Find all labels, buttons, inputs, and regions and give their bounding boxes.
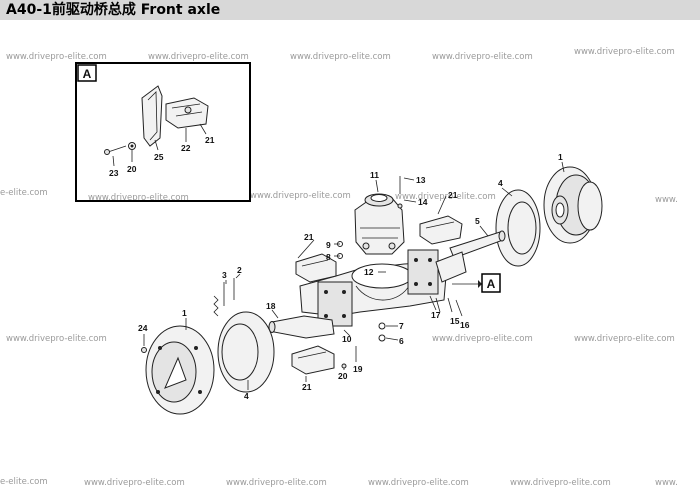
- leader-lines: [143, 161, 565, 390]
- caliper-left-top: [295, 253, 337, 283]
- callout-4: 4: [498, 178, 503, 188]
- wheel-hub-left: [145, 325, 215, 415]
- axle-shaft-left: [268, 315, 335, 339]
- callout-marker-label: A: [487, 277, 496, 291]
- watermark: www.drivepro-elite.com: [226, 478, 327, 488]
- callout-9: 9: [326, 240, 331, 250]
- callout-13: 13: [416, 175, 426, 185]
- axle-shaft-right: [449, 230, 506, 259]
- watermark: www.drivepro-elite.com: [432, 52, 533, 62]
- callout-5: 5: [475, 216, 480, 226]
- callout-17: 17: [431, 310, 441, 320]
- callout-18: 18: [266, 301, 276, 311]
- callout-21: 21: [205, 135, 215, 145]
- callout-2: 2: [237, 265, 242, 275]
- stud-bolts: [213, 278, 235, 317]
- callout-23: 23: [109, 168, 119, 178]
- callout-11: 11: [370, 170, 379, 180]
- callout-22: 22: [181, 143, 191, 153]
- brake-disc-left: [217, 311, 275, 393]
- callout-1: 1: [182, 308, 187, 318]
- wheel-hub-right: [543, 166, 603, 244]
- watermark: www.drivepro-elite.com: [574, 47, 675, 57]
- callout-1: 1: [558, 152, 563, 162]
- detail-box-a: A 25 22 21 23 20: [75, 62, 251, 202]
- brake-disc-right: [495, 189, 541, 267]
- callout-21: 21: [304, 232, 314, 242]
- callout-12: 12: [364, 267, 374, 277]
- callout-7: 7: [399, 321, 404, 331]
- watermark: www.drivepro-elite.com: [368, 478, 469, 488]
- watermark: www.drivepro-elite.com: [290, 52, 391, 62]
- detail-box-label: A: [83, 67, 92, 81]
- callout-3: 3: [222, 270, 227, 280]
- callout-marker-a: A: [452, 273, 501, 293]
- watermark: www.: [655, 478, 678, 488]
- callout-14: 14: [418, 197, 428, 207]
- watermark: www.drivepro-elite.com: [6, 334, 107, 344]
- title-bar: A40-1前驱动桥总成 Front axle: [0, 0, 700, 20]
- axle-housing: [299, 249, 467, 327]
- watermark: www.drivepro-elite.com: [510, 478, 611, 488]
- callout-8: 8: [326, 252, 331, 262]
- callout-21: 21: [448, 190, 458, 200]
- page-title: A40-1前驱动桥总成 Front axle: [6, 2, 221, 18]
- callout-15: 15: [450, 316, 460, 326]
- watermark: www.drivepro-elite.com: [148, 52, 249, 62]
- caliper-bottom: [291, 345, 335, 375]
- watermark: e-elite.com: [0, 477, 48, 487]
- watermark: www.drivepro-elite.com: [574, 334, 675, 344]
- shield-part: [141, 85, 163, 147]
- callout-24: 24: [138, 323, 148, 333]
- callout-20: 20: [127, 164, 137, 174]
- callout-16: 16: [460, 320, 470, 330]
- watermark: www.drivepro-elite.com: [250, 191, 351, 201]
- watermark: e-elite.com: [0, 188, 48, 198]
- watermark: www.drivepro-elite.com: [6, 52, 107, 62]
- watermark: www.: [655, 195, 678, 205]
- callout-4: 4: [244, 391, 249, 401]
- watermark: www.drivepro-elite.com: [88, 193, 189, 203]
- callout-10: 10: [342, 334, 352, 344]
- callout-25: 25: [154, 152, 164, 162]
- callout-19: 19: [353, 364, 363, 374]
- callout-21: 21: [302, 382, 312, 392]
- watermark: www.drivepro-elite.com: [432, 334, 533, 344]
- watermark: www.drivepro-elite.com: [84, 478, 185, 488]
- callout-6: 6: [399, 336, 404, 346]
- callout-20: 20: [338, 371, 348, 381]
- caliper-top-right: [419, 215, 463, 245]
- differential-carrier: [354, 193, 405, 255]
